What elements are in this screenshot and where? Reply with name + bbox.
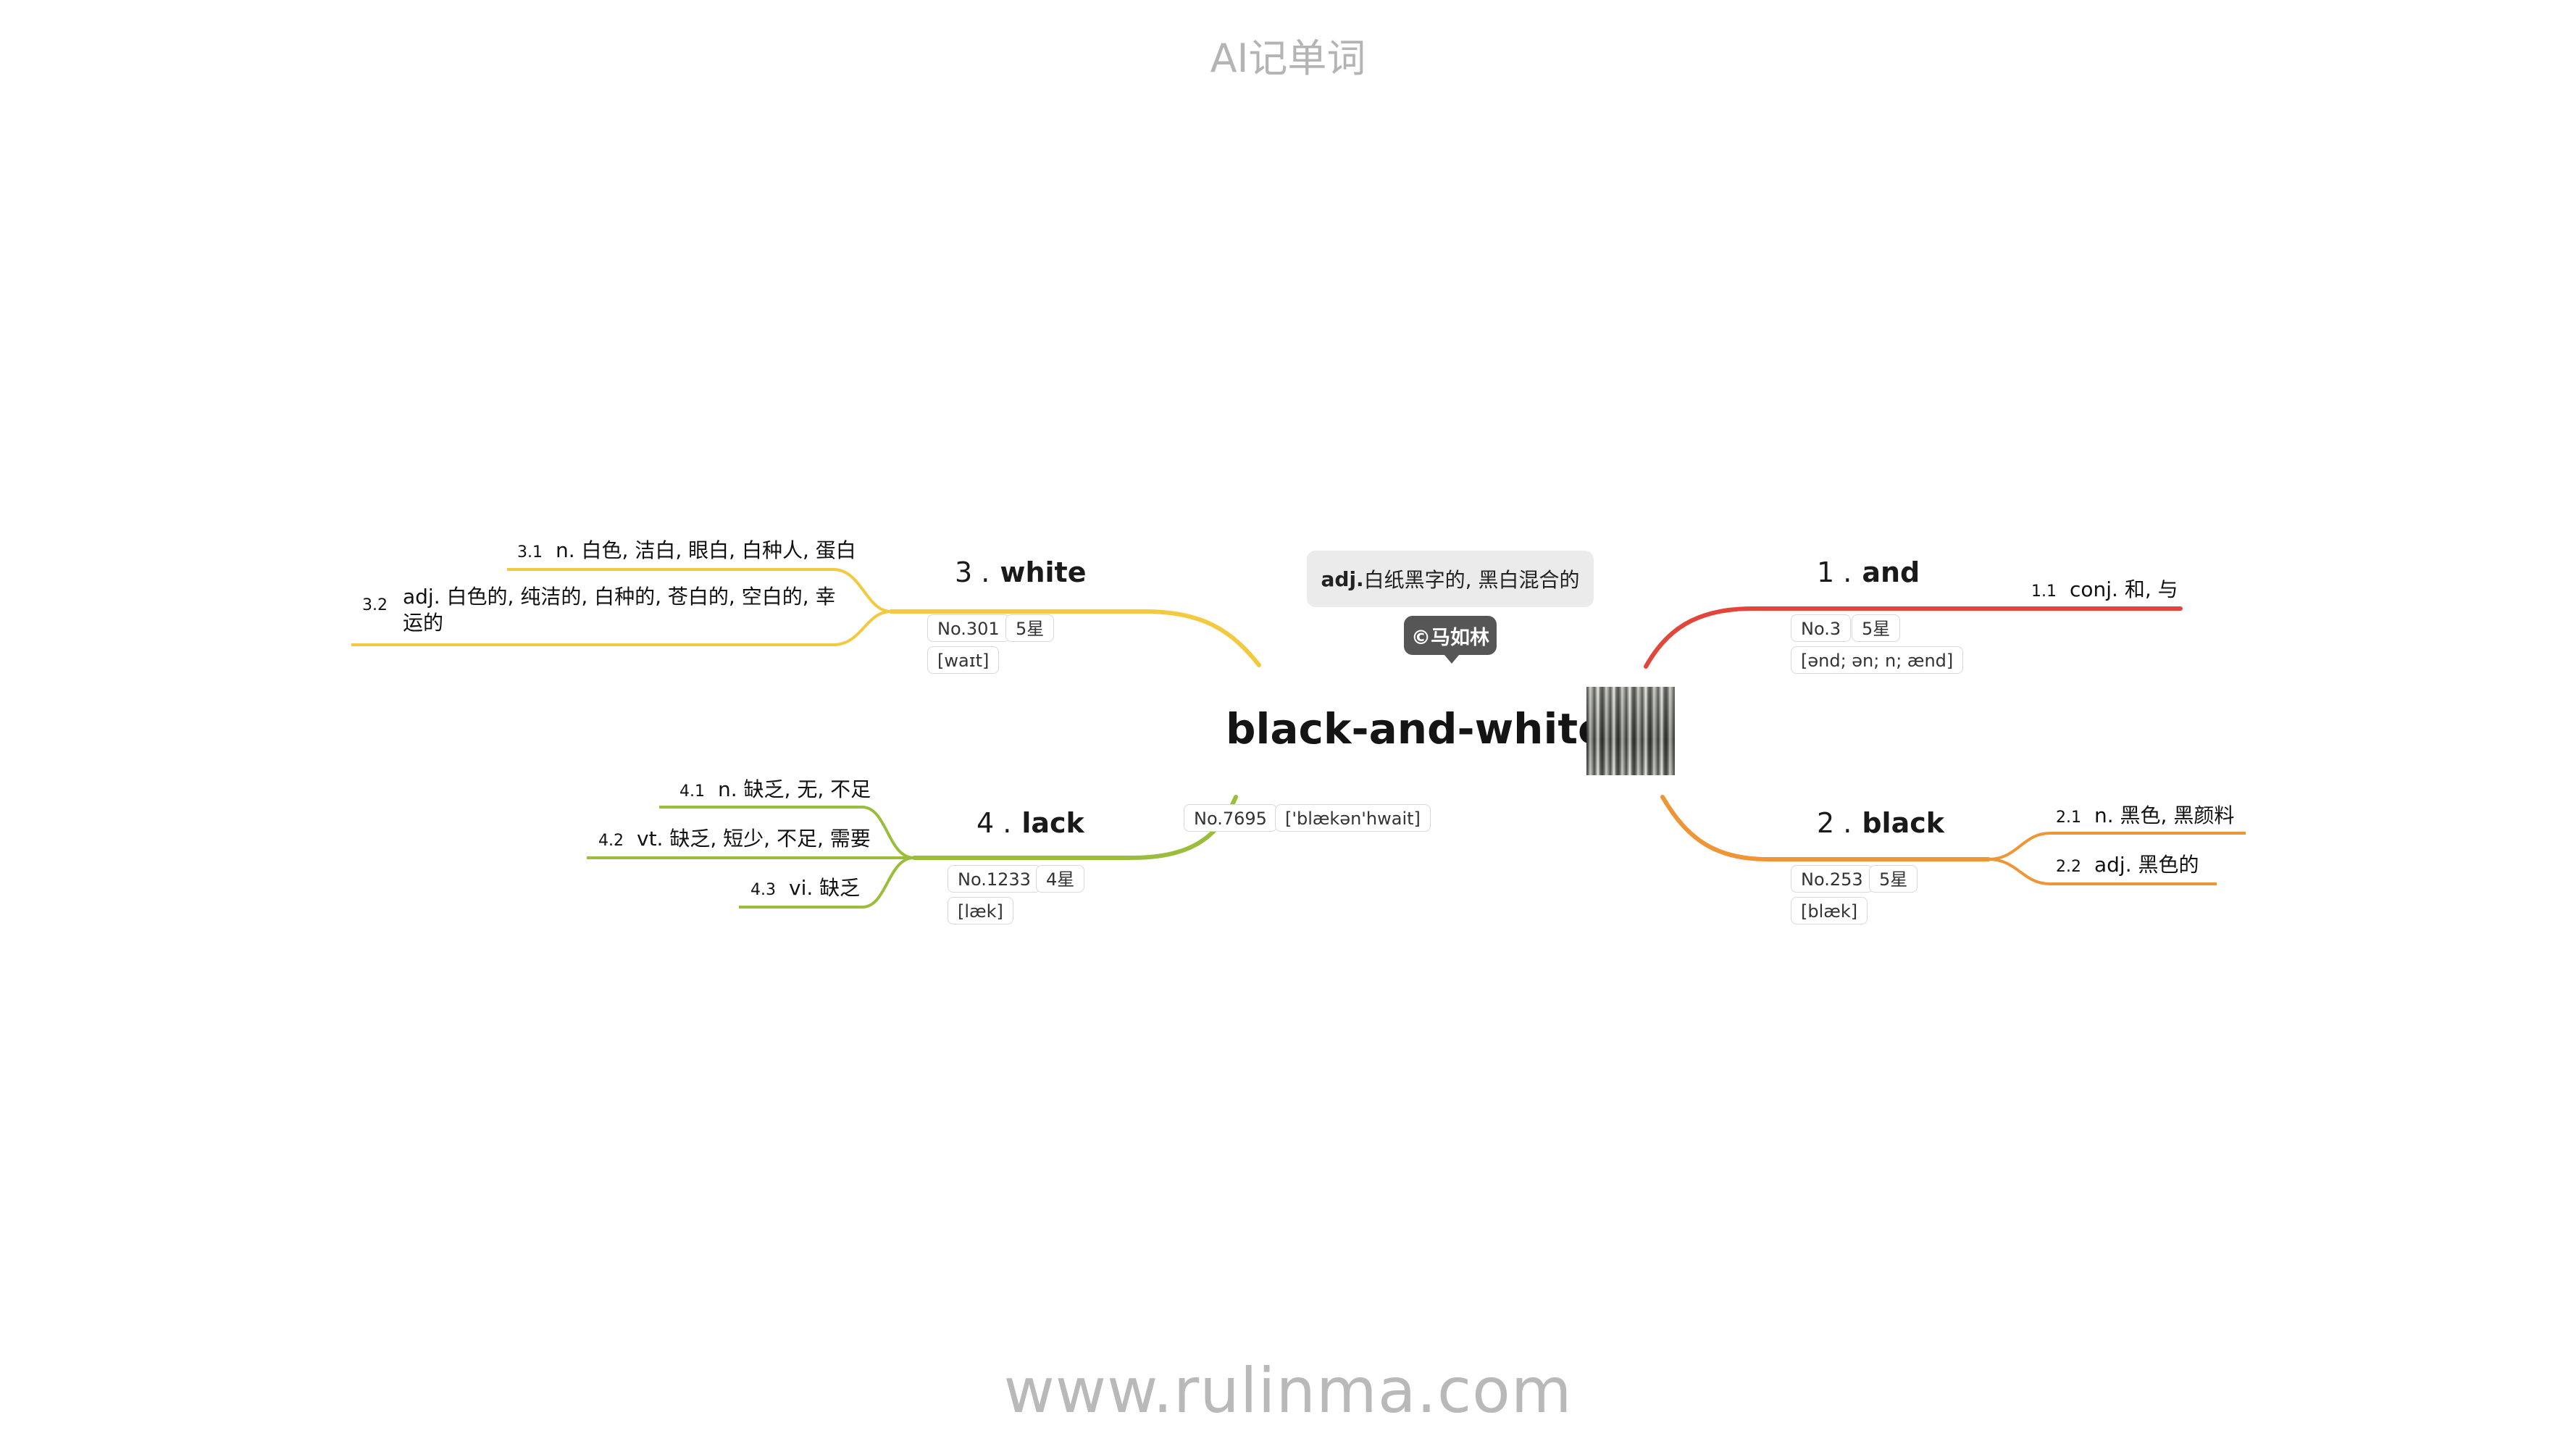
definition-pos: adj.: [1321, 567, 1364, 591]
sense-3-2-connector: [351, 610, 892, 646]
central-word: black-and-white: [1226, 704, 1607, 753]
sense-3-1-index: 3.1: [517, 543, 543, 561]
sense-2-1[interactable]: 2.1 n. 黑色, 黑颜料: [2056, 800, 2234, 829]
central-phonetic-tag: ['blækən'hwait]: [1275, 804, 1431, 832]
definition-text: 白纸黑字的, 黑白混合的: [1363, 568, 1580, 592]
central-word-image: [1586, 687, 1675, 775]
branch-4-stars-tag: 4星: [1036, 865, 1085, 893]
sense-4-3-index: 4.3: [750, 881, 776, 899]
sense-2-2[interactable]: 2.2 adj. 黑色的: [2056, 849, 2199, 878]
branch-1-title[interactable]: 1 . and: [1817, 556, 1920, 588]
branch-4-phonetic-tag: [læk]: [948, 897, 1013, 924]
branch-2-connector: [1660, 795, 1991, 861]
sense-4-1-index: 4.1: [679, 782, 705, 801]
branch-2-word: black: [1862, 807, 1945, 839]
branch-3-word: white: [1000, 556, 1087, 588]
central-number-tag: No.7695: [1184, 804, 1277, 832]
sense-4-2-index: 4.2: [598, 832, 624, 850]
sense-1-1[interactable]: 1.1 conj. 和, 与: [2031, 574, 2178, 603]
branch-2-number-tag: No.253: [1791, 865, 1873, 893]
branch-3-phonetic-tag: [waɪt]: [927, 646, 1000, 674]
sense-4-1[interactable]: 4.1 n. 缺乏, 无, 不足: [679, 774, 871, 803]
sense-2-2-index: 2.2: [2056, 858, 2081, 876]
sense-3-2-text: adj. 白色的, 纯洁的, 白种的, 苍白的, 空白的, 幸运的: [403, 585, 836, 635]
sense-1-1-text: conj. 和, 与: [2070, 577, 2178, 601]
sense-2-2-connector: [1988, 858, 2217, 885]
branch-3-connector: [889, 609, 1261, 667]
sense-4-2[interactable]: 4.2 vt. 缺乏, 短少, 不足, 需要: [598, 823, 871, 852]
branch-3-number-tag: No.301: [927, 614, 1010, 642]
author-badge: ©马如林: [1404, 616, 1497, 664]
branch-4-number-tag: No.1233: [948, 865, 1041, 893]
app-title: AI记单词: [1210, 36, 1366, 81]
branch-3-number: 3 .: [955, 556, 990, 588]
branch-1-number-tag: No.3: [1791, 614, 1852, 642]
sense-4-3-connector: [739, 856, 915, 909]
branch-3-stars-tag: 5星: [1005, 614, 1055, 642]
sense-3-2-index: 3.2: [362, 596, 388, 614]
sense-2-1-index: 2.1: [2056, 809, 2081, 827]
branch-1-connector: [1644, 606, 2183, 669]
sense-2-1-connector: [1988, 832, 2246, 861]
branch-2-phonetic-tag: [blæk]: [1791, 897, 1868, 924]
sense-4-1-connector: [659, 806, 915, 859]
branch-2-stars-tag: 5星: [1869, 865, 1918, 893]
branch-1-word: and: [1862, 556, 1920, 588]
branch-2-number: 2 .: [1817, 807, 1852, 839]
sense-4-1-text: n. 缺乏, 无, 不足: [718, 777, 871, 801]
sense-4-3[interactable]: 4.3 vi. 缺乏: [750, 872, 860, 901]
branch-3-title[interactable]: 3 . white: [955, 556, 1086, 588]
sense-1-1-index: 1.1: [2031, 582, 2057, 601]
branch-4-title[interactable]: 4 . lack: [977, 807, 1084, 839]
sense-2-2-text: adj. 黑色的: [2094, 853, 2199, 877]
sense-3-1[interactable]: 3.1 n. 白色, 洁白, 眼白, 白种人, 蛋白: [517, 535, 856, 564]
sense-3-1-connector: [507, 568, 892, 613]
sense-2-1-text: n. 黑色, 黑颜料: [2094, 803, 2235, 827]
central-definition-callout: adj. 白纸黑字的, 黑白混合的: [1307, 551, 1594, 607]
sense-3-1-text: n. 白色, 洁白, 眼白, 白种人, 蛋白: [556, 538, 856, 562]
branch-1-stars-tag: 5星: [1852, 614, 1901, 642]
footer-url[interactable]: www.rulinma.com: [1003, 1355, 1573, 1427]
branch-1-number: 1 .: [1817, 556, 1852, 588]
sense-4-3-text: vi. 缺乏: [789, 876, 861, 900]
branch-4-word: lack: [1021, 807, 1084, 839]
branch-1-phonetic-tag: [ənd; ən; n; ænd]: [1791, 646, 1964, 674]
sense-3-2[interactable]: 3.2 adj. 白色的, 纯洁的, 白种的, 苍白的, 空白的, 幸运的: [362, 584, 855, 642]
branch-4-number: 4 .: [977, 807, 1012, 839]
branch-2-title[interactable]: 2 . black: [1817, 807, 1944, 839]
sense-4-2-text: vt. 缺乏, 短少, 不足, 需要: [637, 827, 871, 851]
